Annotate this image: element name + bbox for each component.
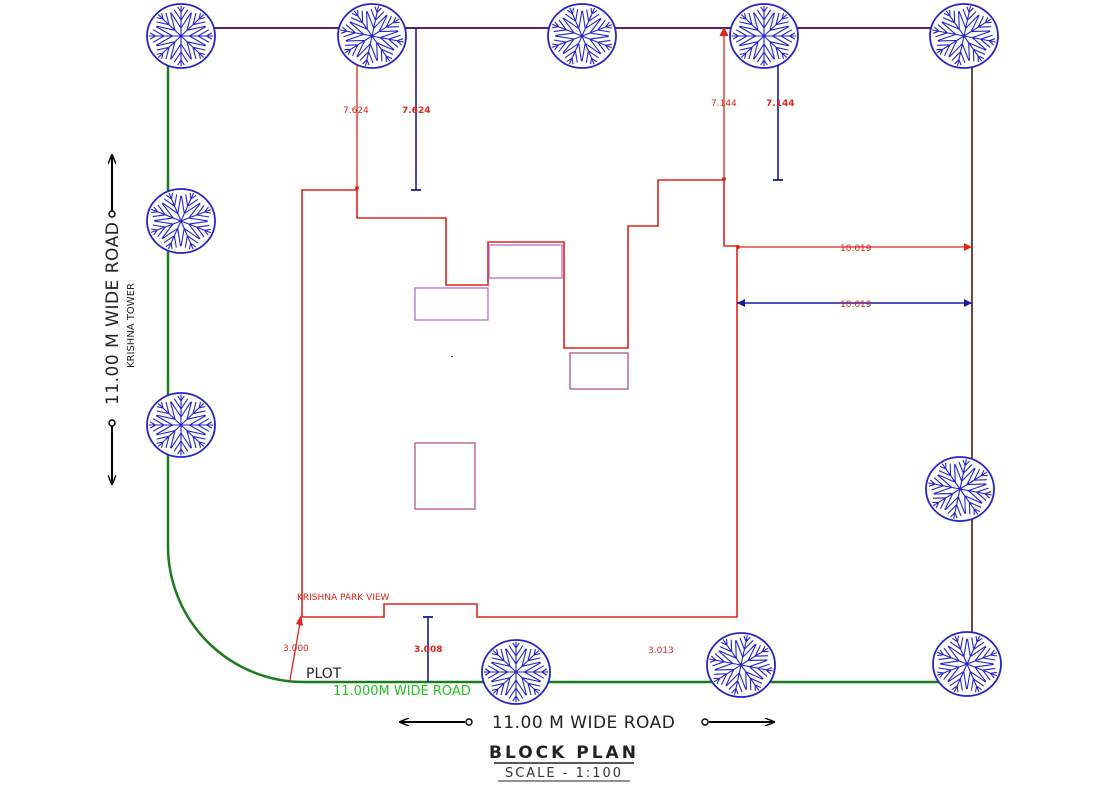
plot-boundary: [166, 26, 978, 684]
inner-box-2: [414, 287, 489, 321]
left-road-label: 11.00 M WIDE ROAD: [103, 222, 123, 405]
plan-title: BLOCK PLAN: [489, 743, 639, 763]
tree-icon: [481, 639, 551, 705]
inner-box-3: [569, 352, 629, 390]
dim-right-red: 10.019: [840, 244, 872, 254]
plan-scale: SCALE - 1:100: [505, 766, 623, 781]
dimension-bottom: [289, 615, 433, 682]
inner-box-4: [414, 442, 476, 510]
trees: [146, 3, 1002, 705]
dim-top-right-blue: 7.144: [766, 99, 794, 109]
building-outline: [301, 179, 738, 618]
left-road-sublabel: KRISHNA TOWER: [126, 283, 137, 368]
dim-top-left-blue: 7.624: [402, 106, 430, 116]
tree-icon: [337, 3, 407, 69]
plot-road-edge: [166, 28, 972, 684]
dim-right-blue: 10.019: [840, 300, 872, 310]
building-label: KRISHNA PARK VIEW: [297, 593, 390, 603]
tree-icon: [729, 3, 799, 69]
dimension-right: [736, 243, 972, 307]
tree-icon: [932, 631, 1002, 697]
left-road-indicator: [109, 155, 115, 484]
tree-icon: [929, 3, 999, 69]
dim-top-right-red: 7.144: [711, 99, 737, 109]
dim-bottom-blue: 3.008: [414, 645, 442, 655]
dim-bottom-left-red: 3.000: [283, 644, 309, 654]
center-mark: [451, 356, 453, 357]
dim-bottom-mid: 3.013: [648, 646, 674, 656]
dim-top-left-red: 7.624: [343, 106, 369, 116]
tree-icon: [146, 392, 216, 458]
tree-icon: [706, 632, 776, 698]
tree-icon: [547, 3, 617, 69]
plot-label: PLOT: [306, 666, 342, 682]
inner-box-1: [488, 244, 563, 279]
tree-icon: [925, 456, 995, 522]
tree-icon: [146, 3, 216, 69]
bottom-road-label: 11.00 M WIDE ROAD: [492, 713, 675, 733]
bottom-road-green-label: 11.000M WIDE ROAD: [333, 684, 471, 699]
bottom-road-indicator: [400, 719, 774, 725]
tree-icon: [146, 188, 216, 254]
